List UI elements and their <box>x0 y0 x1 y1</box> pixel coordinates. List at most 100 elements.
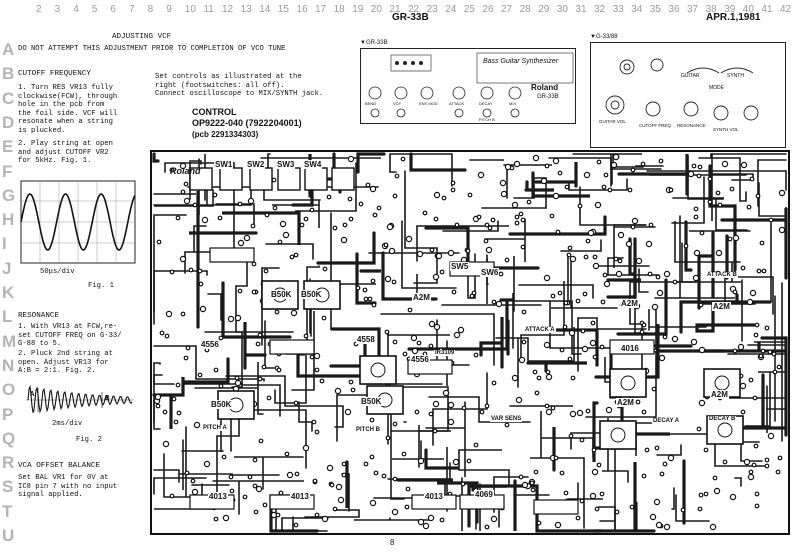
resonance-step-2: 2. Pluck 2nd string at open. Adjust VR13… <box>18 350 113 376</box>
row-letter: P <box>2 404 14 424</box>
column-number: 36 <box>668 4 680 15</box>
row-letter: K <box>2 283 15 302</box>
pcb-component-label: 4013 <box>208 492 228 501</box>
column-number: 33 <box>612 4 624 15</box>
cutoff-frequency-heading: CUTOFF FREQUENCY <box>18 70 91 78</box>
gr33b-panel-drawing <box>368 52 574 118</box>
column-number: 29 <box>538 4 550 15</box>
gr33b-control-label-4: DECAY <box>479 101 493 106</box>
pcb-component-label: B50K <box>360 397 383 406</box>
cutoff-step-1: 1. Turn RES VR13 fully clockwise(FCW), t… <box>18 84 118 135</box>
pcb-component-label: 4556 <box>410 355 430 364</box>
model-heading: GR-33B <box>392 12 429 23</box>
control-board-id: CONTROL OP9222-040 (7922204001) (pcb 229… <box>192 107 302 140</box>
pcb-component-label: 4558 <box>356 335 376 344</box>
pcb-component-label: SW4 <box>303 160 323 169</box>
gr33b-control-label-0: BEND <box>365 101 377 106</box>
column-number: 32 <box>594 4 606 15</box>
row-letter: E <box>2 137 14 157</box>
control-title: CONTROL <box>192 107 237 117</box>
column-number: 18 <box>333 4 345 15</box>
row-letter: O <box>2 380 16 400</box>
scope-2-label-a: A <box>30 391 35 399</box>
column-number: 27 <box>501 4 513 15</box>
date-heading: APR.1,1981 <box>706 12 761 23</box>
pcb-component-label: SW2 <box>246 160 266 169</box>
g33-label-4: RESONANCE <box>677 123 706 128</box>
column-number: 2 <box>36 4 42 15</box>
pcb-component-label: 4556 <box>200 340 220 349</box>
gr33b-panel-label: ▼GR-33B <box>360 40 388 46</box>
g33-panel: GUITAR SYNTH MODE CUTOFF FREQ RESONANCE … <box>590 42 786 148</box>
scope-1-timebase: 50μs/div <box>40 268 75 276</box>
gr33b-control-label-1: VCF <box>393 101 401 106</box>
pcb-component-label: PITCH A <box>202 425 228 431</box>
pcb-component-label: VAR SENS <box>490 416 523 422</box>
gr33b-model: GR-33B <box>537 94 559 100</box>
g33-label-0: GUITAR <box>681 73 700 79</box>
column-number: 28 <box>519 4 531 15</box>
pcb-brand-text: Roland <box>170 166 201 176</box>
row-letter: D <box>2 112 15 132</box>
figure-1-caption: Fig. 1 <box>88 282 114 290</box>
pcb-component-label: PITCH B <box>355 427 381 433</box>
row-letter: B <box>2 64 15 84</box>
vca-offset-heading: VCA OFFSET BALANCE <box>18 462 101 470</box>
row-letter: A <box>2 40 15 59</box>
pcb-component-label: SW5 <box>450 262 470 271</box>
scope-2-label-b: B <box>105 395 110 403</box>
g33-label-6: GUITAR VOL <box>599 119 626 124</box>
column-number: 3 <box>54 4 61 15</box>
adjusting-vcf-title: ADJUSTING VCF <box>112 33 172 41</box>
pcb-component-label: IR3109 <box>434 350 456 356</box>
row-letter: I <box>2 234 7 254</box>
column-number: 12 <box>222 4 234 15</box>
column-number: 35 <box>649 4 661 15</box>
oscilloscope-figure-2 <box>26 384 134 414</box>
column-number: 14 <box>259 4 271 15</box>
resonance-heading: RESONANCE <box>18 312 60 320</box>
pcb-artwork <box>150 150 790 535</box>
column-number: 16 <box>296 4 308 15</box>
column-number: 5 <box>91 4 98 15</box>
column-number: 4 <box>73 4 79 15</box>
column-number: 17 <box>315 4 327 15</box>
column-number: 26 <box>482 4 494 15</box>
pcb-component-label: B50K <box>210 400 233 409</box>
pcb-component-label: B50K <box>300 290 323 299</box>
control-pcb-number: (pcb 2291334303) <box>192 130 259 139</box>
column-number: 41 <box>761 4 773 15</box>
pcb-component-label: ATTACK B <box>706 272 738 278</box>
pcb-component-label: DECAY A <box>652 418 681 424</box>
column-number: 6 <box>110 4 116 15</box>
row-letter: M <box>2 331 17 351</box>
pcb-component-label: 4016 <box>620 344 640 353</box>
oscilloscope-figure-1 <box>20 180 136 264</box>
column-number: 10 <box>184 4 196 15</box>
gr33b-product-name: Bass Guitar Synthesizer <box>483 58 559 65</box>
gr33b-brand: Roland <box>531 83 559 92</box>
column-number: 24 <box>445 4 457 15</box>
column-number: 40 <box>742 4 754 15</box>
column-number: 11 <box>203 4 214 15</box>
column-number: 31 <box>575 4 587 15</box>
adjustment-warning: DO NOT ATTEMPT THIS ADJUSTMENT PRIOR TO … <box>18 45 286 53</box>
column-number: 7 <box>129 4 135 15</box>
column-number: 20 <box>370 4 382 15</box>
pcb-component-label: B50K <box>270 290 293 299</box>
column-number: 13 <box>240 4 252 15</box>
g33-panel-drawing <box>605 58 759 121</box>
column-number: 23 <box>426 4 438 15</box>
g33-label-3: CUTOFF FREQ <box>639 123 671 128</box>
column-number: 25 <box>463 4 475 15</box>
column-number: 42 <box>780 4 792 15</box>
figure-2-caption: Fig. 2 <box>76 436 102 444</box>
row-letter: G <box>2 185 16 205</box>
column-number: 37 <box>687 4 699 15</box>
pcb-component-label: A2M <box>710 390 729 399</box>
pcb-component-label: SW1 <box>214 160 234 169</box>
column-number: 21 <box>389 4 401 15</box>
cutoff-step-2: 2. Play string at open and adjust CUTOFF… <box>18 140 113 166</box>
row-letter: H <box>2 210 15 230</box>
